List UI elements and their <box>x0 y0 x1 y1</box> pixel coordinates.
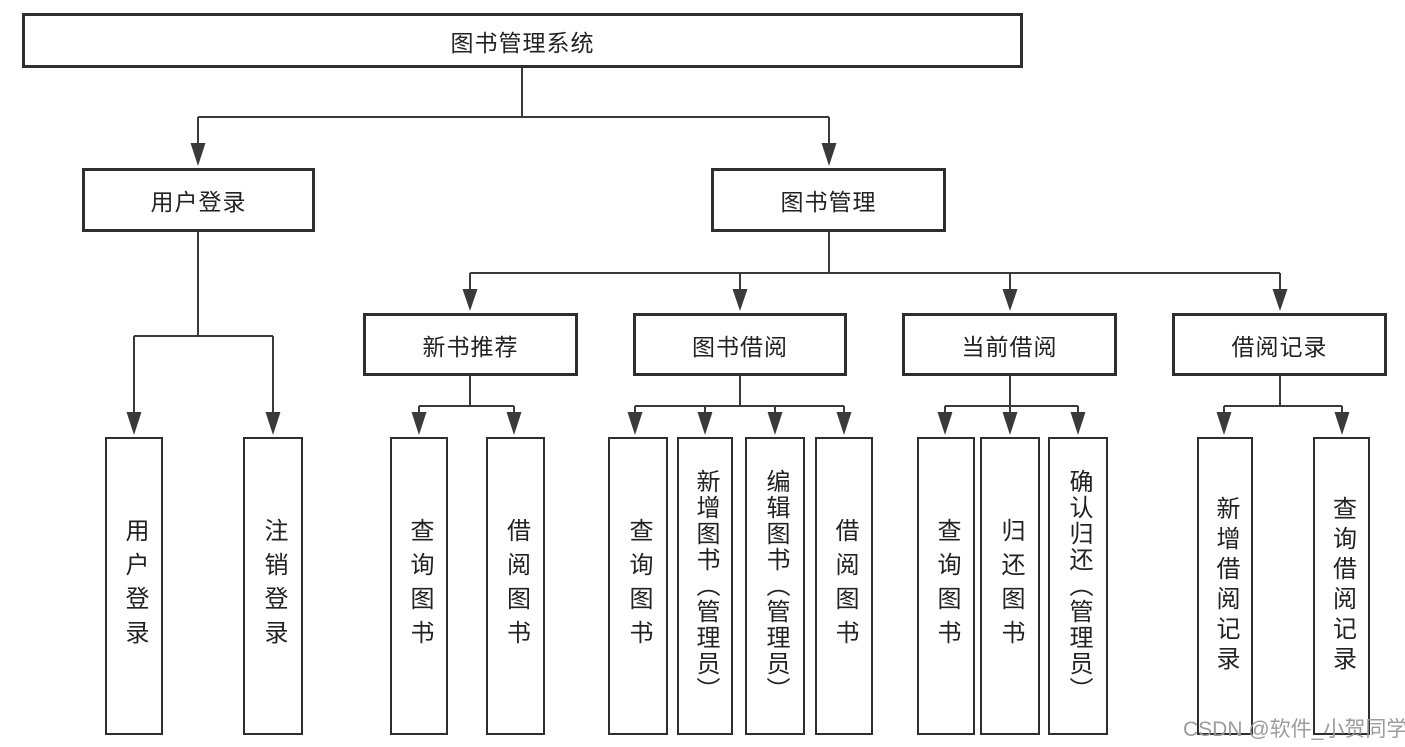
node-new-book-recommendation-label: 新书推荐 <box>422 333 519 360</box>
node-new-book-recommendation: 新书推荐 <box>363 313 578 376</box>
node-leaf-borrow-book-recommend: 借阅图书 <box>486 437 545 735</box>
node-book-management-label: 图书管理 <box>780 189 877 215</box>
node-book-borrowing-label: 图书借阅 <box>692 333 788 360</box>
node-leaf-query-book-recommend-label: 查询图书 <box>406 518 433 654</box>
node-leaf-add-borrow-record-label: 新增借阅记录 <box>1212 496 1239 676</box>
node-leaf-add-borrow-record: 新增借阅记录 <box>1197 437 1253 735</box>
node-leaf-edit-book-admin-label: 编辑图书（管理员） <box>762 469 789 703</box>
node-book-borrowing: 图书借阅 <box>633 313 847 376</box>
node-leaf-query-borrow-record-label: 查询借阅记录 <box>1328 496 1356 676</box>
node-user-login-label: 用户登录 <box>150 189 247 215</box>
node-leaf-query-book-borrowing: 查询图书 <box>608 437 668 735</box>
node-leaf-edit-book-admin: 编辑图书（管理员） <box>745 437 805 735</box>
node-library-management-system-label: 图书管理系统 <box>450 29 595 56</box>
node-leaf-query-book-current-label: 查询图书 <box>933 518 960 654</box>
node-leaf-query-book-recommend: 查询图书 <box>390 437 448 735</box>
node-leaf-borrow-book-label: 借阅图书 <box>831 518 858 654</box>
node-leaf-borrow-book-recommend-label: 借阅图书 <box>502 518 530 654</box>
node-book-management: 图书管理 <box>711 168 946 232</box>
node-leaf-query-book-borrowing-label: 查询图书 <box>625 518 652 654</box>
node-user-login: 用户登录 <box>82 168 315 232</box>
node-library-management-system: 图书管理系统 <box>22 13 1023 68</box>
node-leaf-logout-label: 注销登录 <box>260 518 287 654</box>
node-leaf-return-book-label: 归还图书 <box>997 518 1024 654</box>
csdn-watermark: CSDN @软件_小贺同学 <box>1183 718 1405 741</box>
node-borrowing-records-label: 借阅记录 <box>1231 333 1328 360</box>
node-current-borrowing-label: 当前借阅 <box>961 333 1058 360</box>
node-leaf-add-book-admin: 新增图书（管理员） <box>677 437 733 735</box>
node-current-borrowing: 当前借阅 <box>902 313 1117 376</box>
node-borrowing-records: 借阅记录 <box>1172 313 1387 376</box>
arrowheads <box>126 143 1350 435</box>
node-leaf-add-book-admin-label: 新增图书（管理员） <box>692 469 719 703</box>
node-leaf-user-login: 用户登录 <box>105 437 163 735</box>
node-leaf-confirm-return-admin: 确认归还（管理员） <box>1048 437 1108 735</box>
node-leaf-return-book: 归还图书 <box>980 437 1040 735</box>
node-leaf-logout: 注销登录 <box>243 437 303 735</box>
node-leaf-user-login-label: 用户登录 <box>121 518 148 654</box>
node-leaf-confirm-return-admin-label: 确认归还（管理员） <box>1065 469 1092 703</box>
node-leaf-query-borrow-record: 查询借阅记录 <box>1313 437 1370 735</box>
node-leaf-borrow-book: 借阅图书 <box>815 437 873 735</box>
node-leaf-query-book-current: 查询图书 <box>917 437 975 735</box>
